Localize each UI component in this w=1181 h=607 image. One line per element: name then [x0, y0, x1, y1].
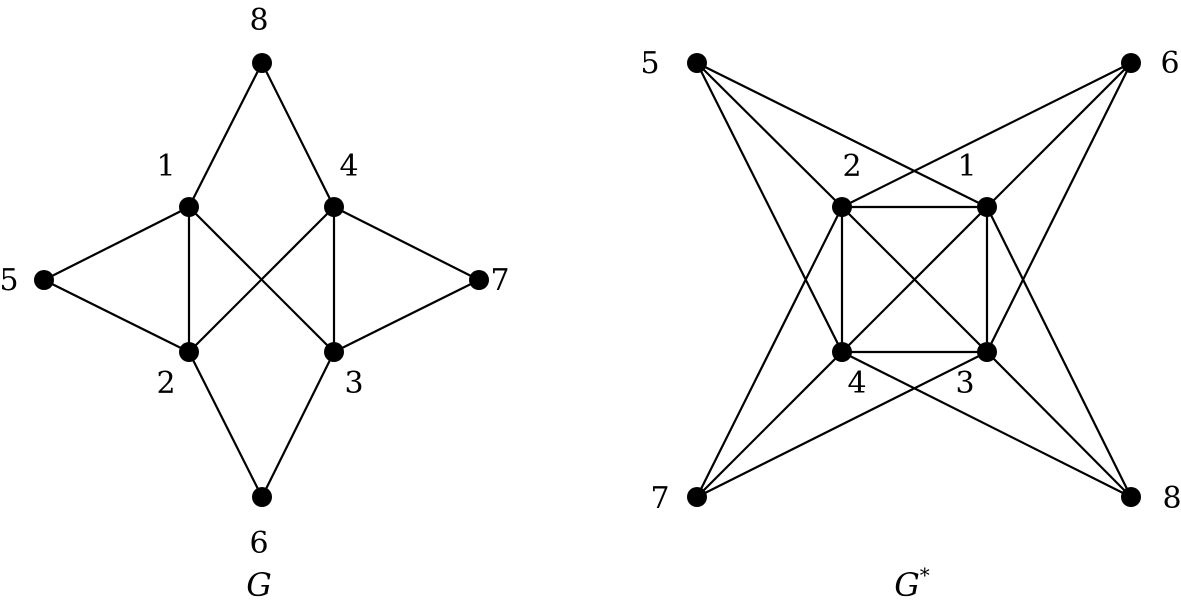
g-vertex-8	[252, 53, 272, 73]
g-vertex-label-4: 4	[339, 149, 358, 184]
g-star-edge-2-3	[841, 206, 988, 353]
g-star-vertex-label-4: 4	[847, 366, 866, 401]
g-edge-1-8	[188, 62, 263, 208]
g-star-edge-6-1	[986, 62, 1132, 208]
g-star-vertex-label-6: 6	[1160, 46, 1179, 81]
g-star-vertex-2	[832, 197, 852, 217]
g-vertex-4	[324, 197, 344, 217]
g-star-vertex-5	[687, 53, 707, 73]
g-vertex-label-3: 3	[344, 366, 363, 401]
g-edge-4-8	[261, 62, 335, 208]
g-edge-2-6	[188, 351, 263, 498]
g-star-vertex-6	[1121, 53, 1141, 73]
g-star-edge-8-1	[986, 206, 1132, 498]
g-star-edge-8-4	[841, 351, 1132, 498]
graph-g-caption: G	[246, 566, 272, 604]
g-edge-3-7	[333, 279, 480, 353]
g-star-vertex-label-2: 2	[842, 149, 861, 184]
g-vertex-5	[34, 270, 54, 290]
g-star-vertex-1	[977, 197, 997, 217]
g-vertex-1	[179, 197, 199, 217]
graph-g-star-caption-sup: *	[920, 563, 930, 587]
g-star-vertex-label-7: 7	[650, 481, 669, 516]
g-star-edge-7-4	[696, 351, 843, 498]
g-vertex-label-8: 8	[249, 3, 268, 38]
g-vertex-7	[469, 270, 489, 290]
g-vertex-label-1: 1	[156, 149, 175, 184]
g-vertex-label-6: 6	[249, 526, 268, 561]
g-star-vertex-4	[832, 342, 852, 362]
g-edge-1-5	[43, 206, 190, 281]
g-star-edge-6-2	[841, 62, 1132, 208]
g-edge-3-6	[261, 351, 335, 498]
g-vertex-3	[324, 342, 344, 362]
g-vertex-label-2: 2	[156, 366, 175, 401]
g-star-vertex-label-8: 8	[1162, 481, 1181, 516]
g-star-edge-5-1	[696, 62, 988, 208]
graph-g: 1 2 3 4 5 6 7 8	[0, 3, 510, 561]
g-star-edge-5-2	[696, 62, 843, 208]
g-star-vertex-8	[1121, 487, 1141, 507]
g-edge-4-7	[333, 206, 480, 281]
g-star-edge-5-4	[696, 62, 843, 353]
graph-g-star: 1 2 3 4 5 6 7 8	[640, 46, 1181, 516]
g-vertex-label-5: 5	[0, 263, 19, 298]
g-star-vertex-7	[687, 487, 707, 507]
graph-g-star-caption-main: G	[894, 566, 920, 604]
g-edge-2-5	[43, 279, 190, 353]
g-vertex-label-7: 7	[490, 263, 509, 298]
g-vertex-2	[179, 342, 199, 362]
g-star-vertex-label-3: 3	[955, 366, 974, 401]
g-star-edge-8-3	[986, 351, 1132, 498]
g-star-edge-7-2	[696, 206, 843, 498]
g-edge-4-2	[188, 206, 335, 353]
graph-g-star-caption: G*	[894, 563, 930, 604]
g-star-vertex-label-5: 5	[640, 46, 659, 81]
g-vertex-6	[252, 487, 272, 507]
g-star-edge-7-3	[696, 351, 988, 498]
g-star-edge-6-3	[986, 62, 1132, 353]
g-star-vertex-label-1: 1	[957, 149, 976, 184]
g-star-vertex-3	[977, 342, 997, 362]
